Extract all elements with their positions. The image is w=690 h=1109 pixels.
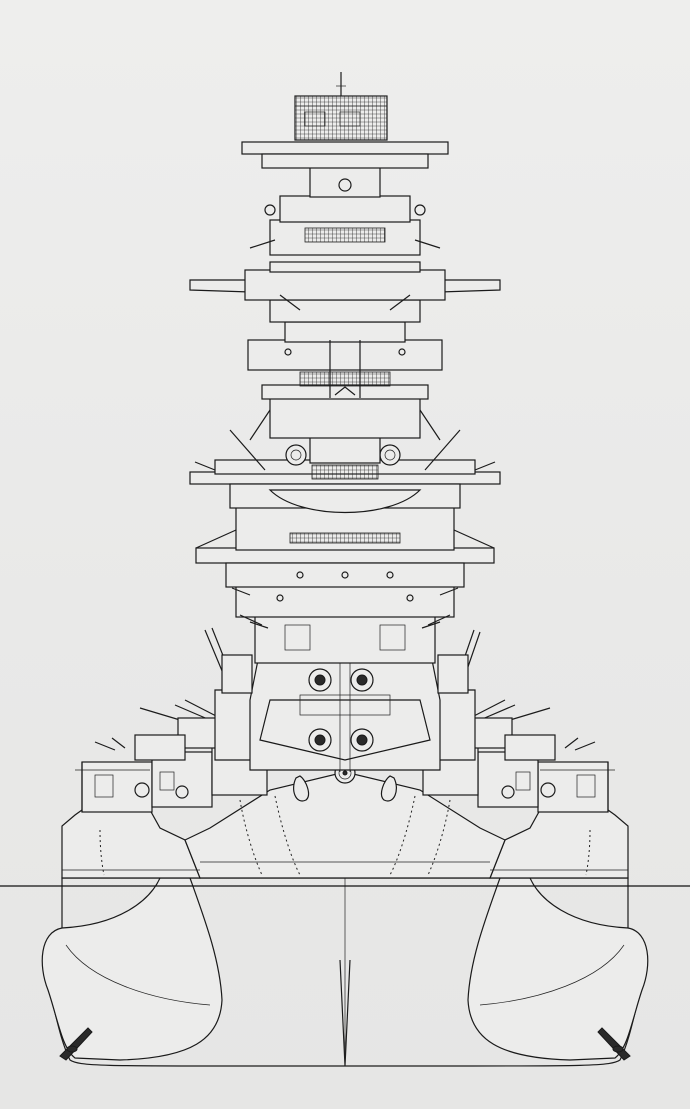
mid-bridge <box>189 429 501 514</box>
hull-upper <box>61 762 629 879</box>
pagoda-tower <box>189 141 501 441</box>
top-rangefinder <box>294 72 388 141</box>
hull-underwater <box>41 790 649 1067</box>
main-deck-secondary-battery <box>75 699 615 813</box>
forward-turret-block <box>204 620 481 772</box>
lower-bridge <box>195 504 495 664</box>
